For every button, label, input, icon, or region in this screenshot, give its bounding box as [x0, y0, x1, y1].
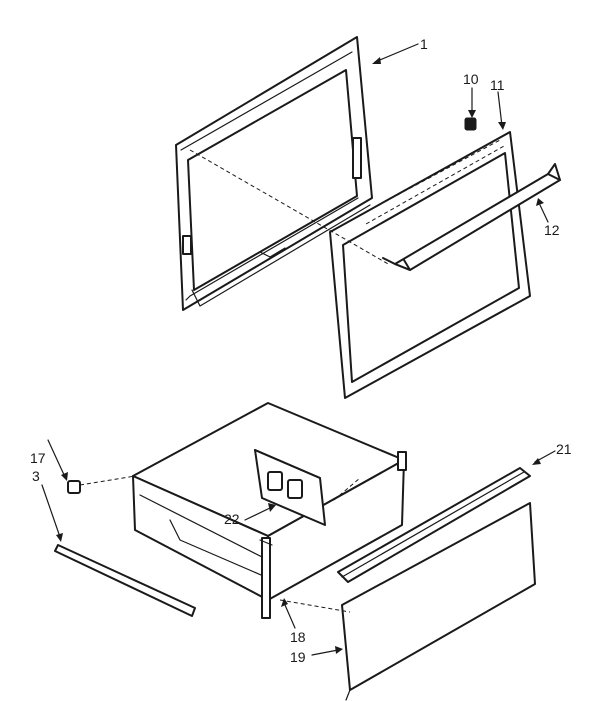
callout-17: 17	[30, 450, 46, 466]
callout-18: 18	[290, 629, 306, 645]
callout-12: 12	[544, 222, 560, 238]
part-12-handle	[382, 163, 561, 271]
part-21-top-rail	[337, 467, 531, 583]
callout-1: 1	[420, 36, 428, 52]
callout-21: 21	[556, 441, 572, 457]
part-10-screw	[464, 117, 477, 131]
callout-10: 10	[463, 71, 479, 87]
part-3-rail	[54, 544, 196, 617]
leaders	[41, 43, 556, 656]
callout-19: 19	[290, 649, 306, 665]
part-19-drawer-front	[341, 502, 536, 701]
part-1-door-frame	[175, 36, 373, 311]
connection-lines	[79, 149, 391, 613]
part-18-bracket	[259, 537, 273, 619]
callout-22: 22	[224, 511, 240, 527]
callout-3: 3	[32, 468, 40, 484]
part-11-inner-panel	[329, 131, 531, 399]
callout-11: 11	[490, 77, 505, 93]
drawer-back-plate	[254, 449, 326, 526]
labels: 1 10 11 12 17 3 21 22 18 19	[30, 36, 572, 665]
part-17-clip	[67, 480, 81, 494]
